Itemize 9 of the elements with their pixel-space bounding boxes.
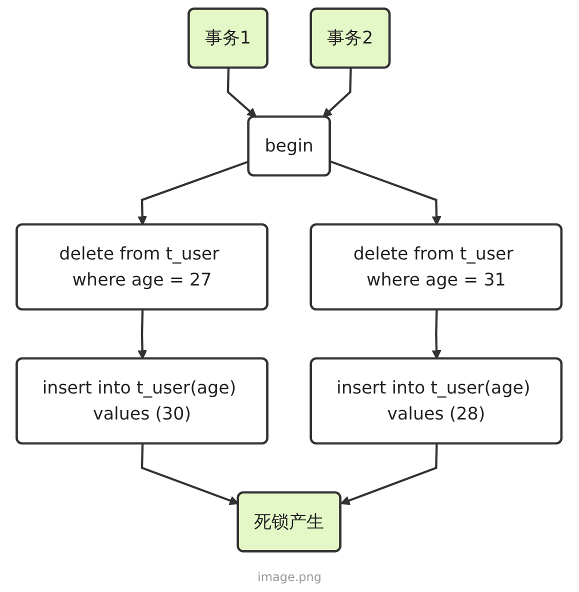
arrow (322, 68, 352, 118)
arrow (432, 310, 442, 360)
arrow (340, 444, 438, 506)
caption: image.png (257, 570, 322, 584)
arrow (330, 160, 442, 226)
arrow (141, 444, 240, 506)
arrow (227, 68, 258, 118)
arrow (138, 160, 250, 226)
arrow (138, 310, 148, 360)
